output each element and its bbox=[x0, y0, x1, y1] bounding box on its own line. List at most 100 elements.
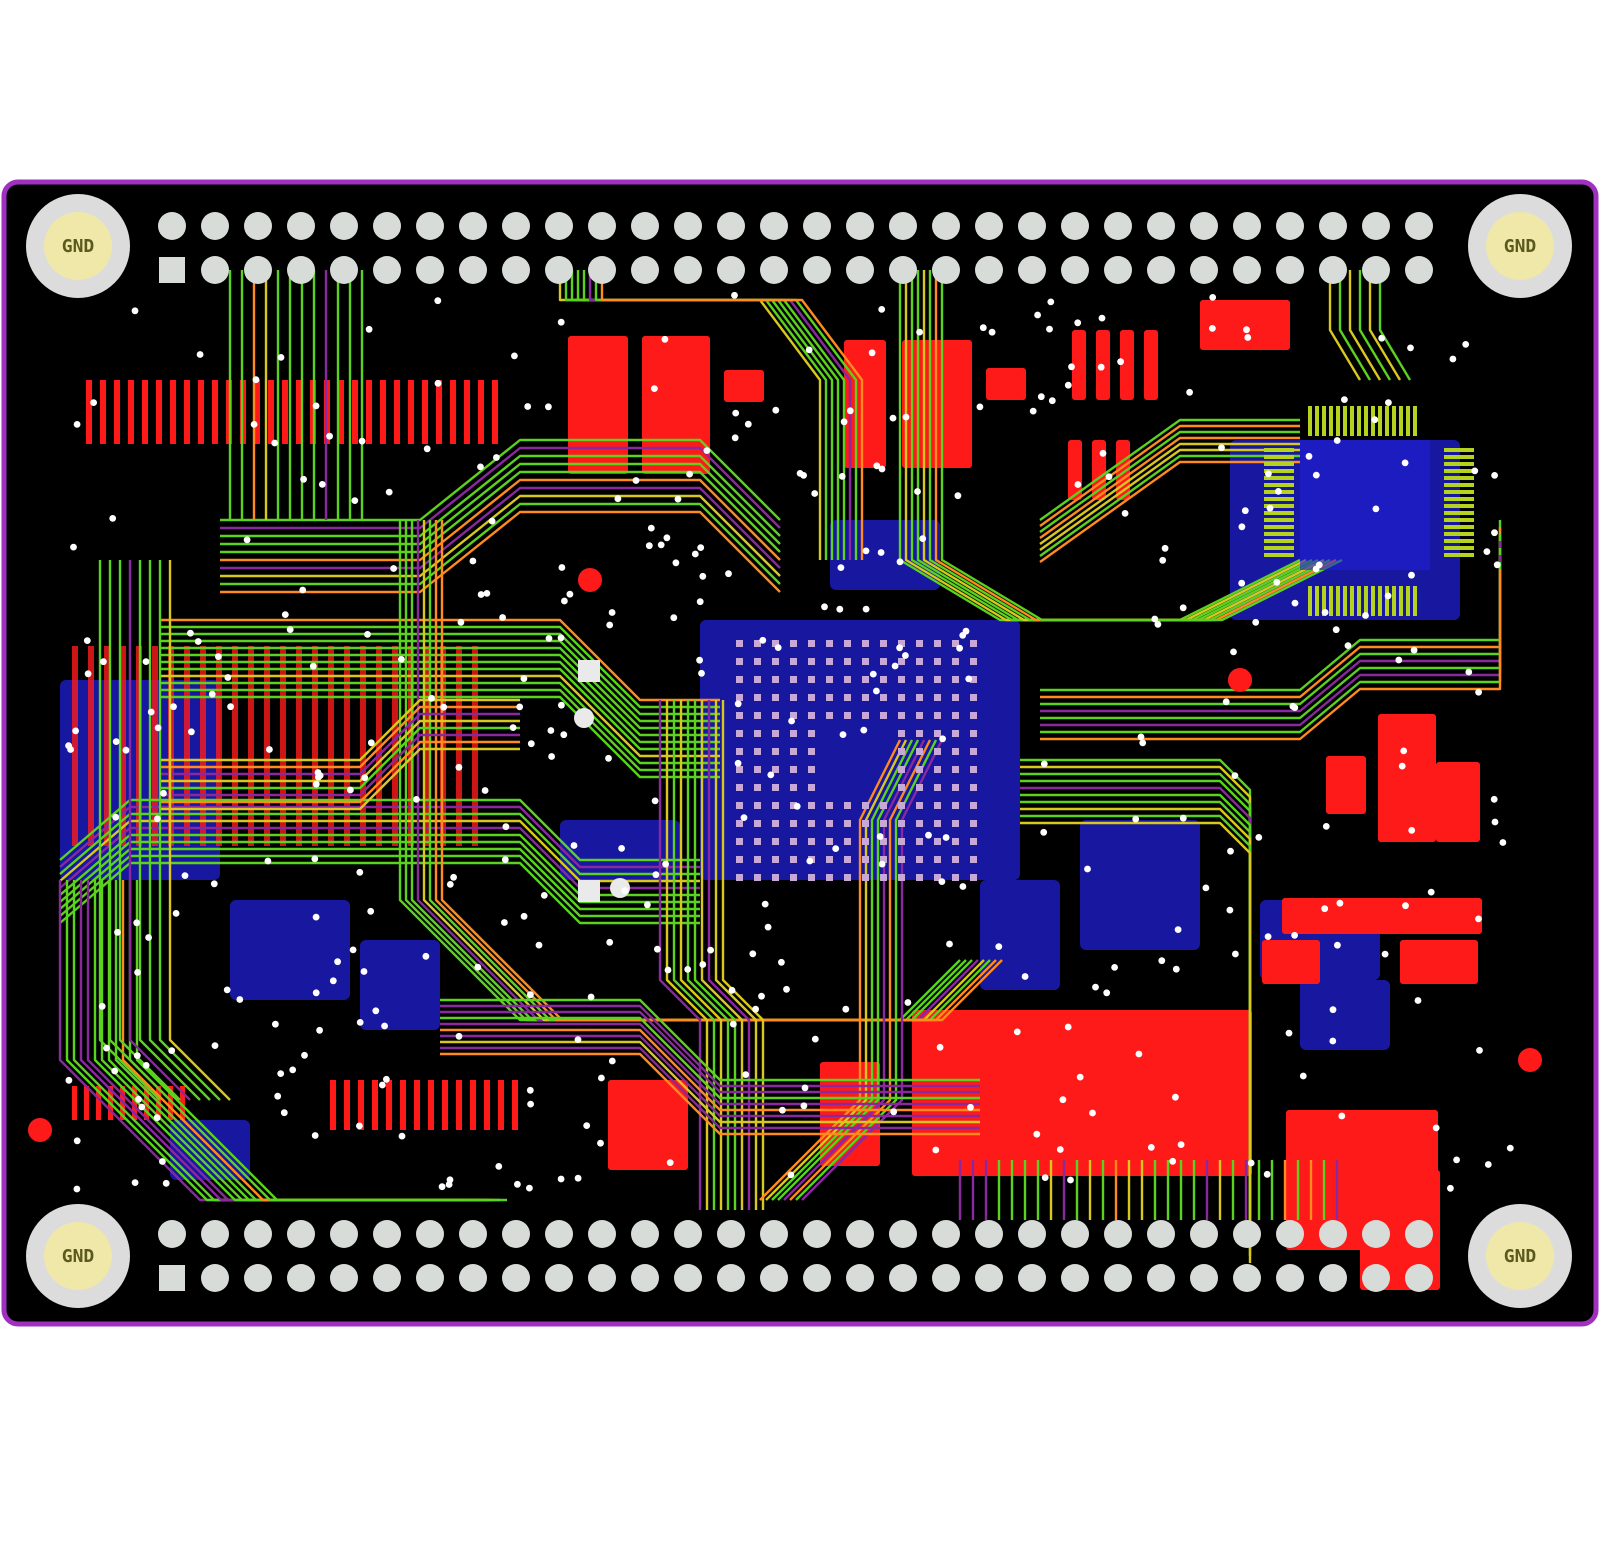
qfp-pin bbox=[1264, 539, 1294, 543]
header-pin bbox=[1276, 1264, 1304, 1292]
via bbox=[1299, 1072, 1307, 1080]
via bbox=[351, 497, 359, 504]
bga-ball bbox=[952, 820, 959, 827]
header-pin bbox=[631, 1220, 659, 1248]
via bbox=[493, 454, 500, 461]
via bbox=[959, 632, 967, 639]
bga-ball bbox=[808, 802, 815, 809]
signal-trace bbox=[59, 854, 700, 918]
header-pin bbox=[502, 1264, 530, 1292]
via bbox=[1321, 905, 1329, 913]
header-pin bbox=[1362, 212, 1390, 240]
via bbox=[1410, 646, 1418, 654]
via bbox=[1329, 1037, 1337, 1045]
via bbox=[477, 463, 484, 471]
header-pin bbox=[545, 212, 573, 240]
bga-ball bbox=[934, 694, 941, 701]
header-pin bbox=[760, 1264, 788, 1292]
bga-ball bbox=[808, 712, 815, 719]
via bbox=[501, 856, 509, 864]
signal-trace bbox=[440, 1040, 980, 1124]
header-pin bbox=[416, 1220, 444, 1248]
via bbox=[842, 1005, 850, 1013]
bga-ball bbox=[916, 730, 923, 737]
via bbox=[134, 969, 142, 976]
bga-ball bbox=[934, 730, 941, 737]
via bbox=[356, 1019, 364, 1026]
bga-ball bbox=[808, 766, 815, 773]
mount-hole-label: GND bbox=[1504, 1246, 1537, 1267]
bga-ball bbox=[826, 820, 833, 827]
via bbox=[557, 318, 565, 326]
via bbox=[159, 1158, 166, 1165]
via bbox=[1111, 964, 1118, 971]
smd-pad bbox=[280, 646, 286, 846]
via bbox=[154, 815, 161, 823]
smd-pad bbox=[422, 380, 428, 444]
bga-ball bbox=[970, 640, 977, 647]
signal-trace bbox=[59, 812, 700, 876]
via bbox=[520, 912, 528, 920]
bga-ball bbox=[916, 784, 923, 791]
via bbox=[1247, 1159, 1255, 1167]
header-pin bbox=[932, 1220, 960, 1248]
header-pin bbox=[760, 212, 788, 240]
via bbox=[664, 966, 672, 974]
via bbox=[1341, 396, 1348, 403]
via bbox=[1232, 950, 1239, 958]
via bbox=[100, 658, 107, 666]
smd-pad bbox=[114, 380, 120, 444]
signal-trace bbox=[440, 998, 980, 1082]
via bbox=[172, 910, 180, 917]
bottom-copper-pour bbox=[700, 620, 1020, 880]
signal-trace bbox=[1040, 569, 1502, 741]
smd-pad bbox=[248, 646, 254, 846]
header-pin bbox=[1190, 1264, 1218, 1292]
via bbox=[561, 597, 568, 605]
via bbox=[1147, 1144, 1155, 1151]
header-pin bbox=[459, 212, 487, 240]
via bbox=[347, 786, 354, 794]
via bbox=[1493, 561, 1501, 569]
smd-pad bbox=[296, 380, 302, 444]
qfp-pin bbox=[1315, 406, 1319, 436]
via bbox=[1291, 599, 1299, 607]
via bbox=[925, 831, 932, 839]
via bbox=[868, 349, 876, 357]
bga-ball bbox=[790, 820, 797, 827]
qfp-pin bbox=[1399, 406, 1403, 436]
via bbox=[381, 1022, 388, 1030]
via bbox=[1407, 344, 1414, 352]
via bbox=[224, 674, 232, 681]
signal-trace bbox=[1328, 270, 1362, 381]
smd-pad bbox=[142, 380, 148, 444]
signal-trace bbox=[220, 510, 781, 594]
via bbox=[1046, 325, 1053, 333]
via bbox=[356, 868, 364, 876]
via bbox=[326, 432, 333, 440]
bga-ball bbox=[790, 730, 797, 737]
via bbox=[558, 564, 566, 571]
header-pin bbox=[717, 1264, 745, 1292]
via bbox=[264, 857, 272, 865]
via bbox=[1067, 1176, 1074, 1184]
via bbox=[147, 708, 155, 716]
via bbox=[608, 1057, 616, 1065]
bga-ball bbox=[916, 838, 923, 845]
header-pin bbox=[975, 212, 1003, 240]
via bbox=[1227, 847, 1234, 855]
via bbox=[98, 1002, 106, 1010]
header-pin bbox=[373, 212, 401, 240]
smd-pad bbox=[184, 646, 190, 846]
header-pin bbox=[330, 1220, 358, 1248]
qfp-pin bbox=[1322, 406, 1326, 436]
via bbox=[1265, 470, 1272, 478]
bga-ball bbox=[754, 748, 761, 755]
via bbox=[318, 481, 326, 488]
qfp-pin bbox=[1392, 586, 1396, 616]
header-pin bbox=[201, 1220, 229, 1248]
via bbox=[1398, 762, 1406, 770]
bga-ball bbox=[880, 856, 887, 863]
bga-ball bbox=[880, 658, 887, 665]
